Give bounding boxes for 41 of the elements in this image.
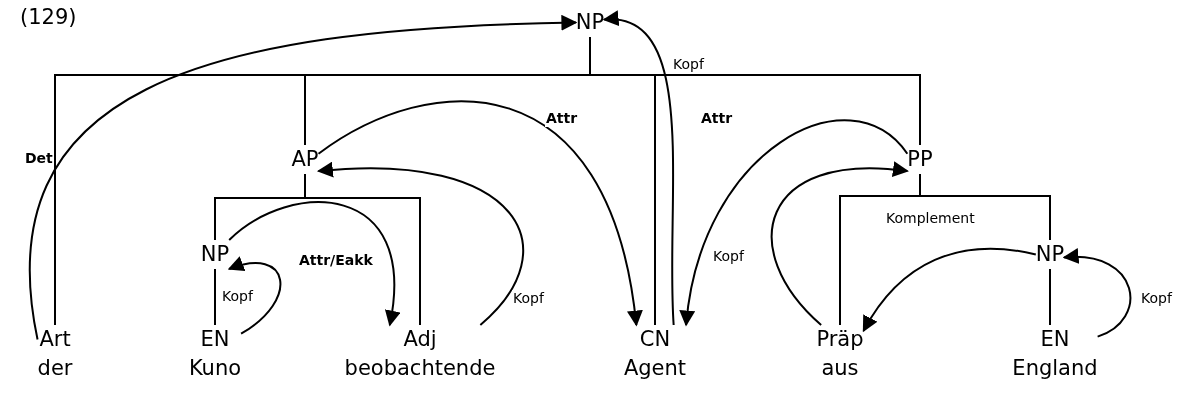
category-label: Art <box>38 326 72 353</box>
curved-arrow <box>680 119 909 327</box>
word-label: der <box>37 355 73 382</box>
tree-line <box>304 173 421 326</box>
category-label: NP <box>1035 241 1065 268</box>
word-label: England <box>1012 355 1098 382</box>
edge-label: Kopf <box>712 248 745 265</box>
edge-label: Kopf <box>221 288 254 305</box>
category-label: EN <box>1039 326 1071 353</box>
curved-arrow <box>227 257 282 335</box>
category-label: CN <box>638 326 672 353</box>
edge-label: Attr/Eakk <box>298 252 374 269</box>
category-label: NP <box>575 9 605 36</box>
curved-arrow <box>316 162 524 326</box>
word-label: Agent <box>623 355 687 382</box>
tree-line <box>919 173 1051 241</box>
category-label: AP <box>291 146 319 173</box>
edge-label: Kopf <box>1140 290 1173 307</box>
tree-line <box>589 36 921 146</box>
tree-line <box>1049 268 1051 326</box>
curved-arrow <box>602 12 675 326</box>
word-label: beobachtende <box>344 355 496 382</box>
category-label: EN <box>199 326 231 353</box>
category-label: NP <box>200 241 230 268</box>
edge-label: Komplement <box>885 210 976 227</box>
word-label: Kuno <box>188 355 242 382</box>
edge-label: Attr <box>545 110 579 127</box>
category-label: Adj <box>402 326 438 353</box>
word-label: aus <box>820 355 860 382</box>
tree-line <box>214 268 216 326</box>
edge-label: Kopf <box>672 56 705 73</box>
curved-arrow <box>862 247 1037 333</box>
edge-label: Kopf <box>512 290 545 307</box>
curved-arrow <box>317 101 642 327</box>
curved-arrow <box>1062 249 1132 338</box>
category-label: PP <box>907 146 933 173</box>
example-number: (129) <box>20 4 77 30</box>
curved-arrow <box>28 14 578 341</box>
curved-arrow <box>228 201 400 327</box>
curved-arrow <box>771 161 909 326</box>
category-label: Präp <box>816 326 864 353</box>
